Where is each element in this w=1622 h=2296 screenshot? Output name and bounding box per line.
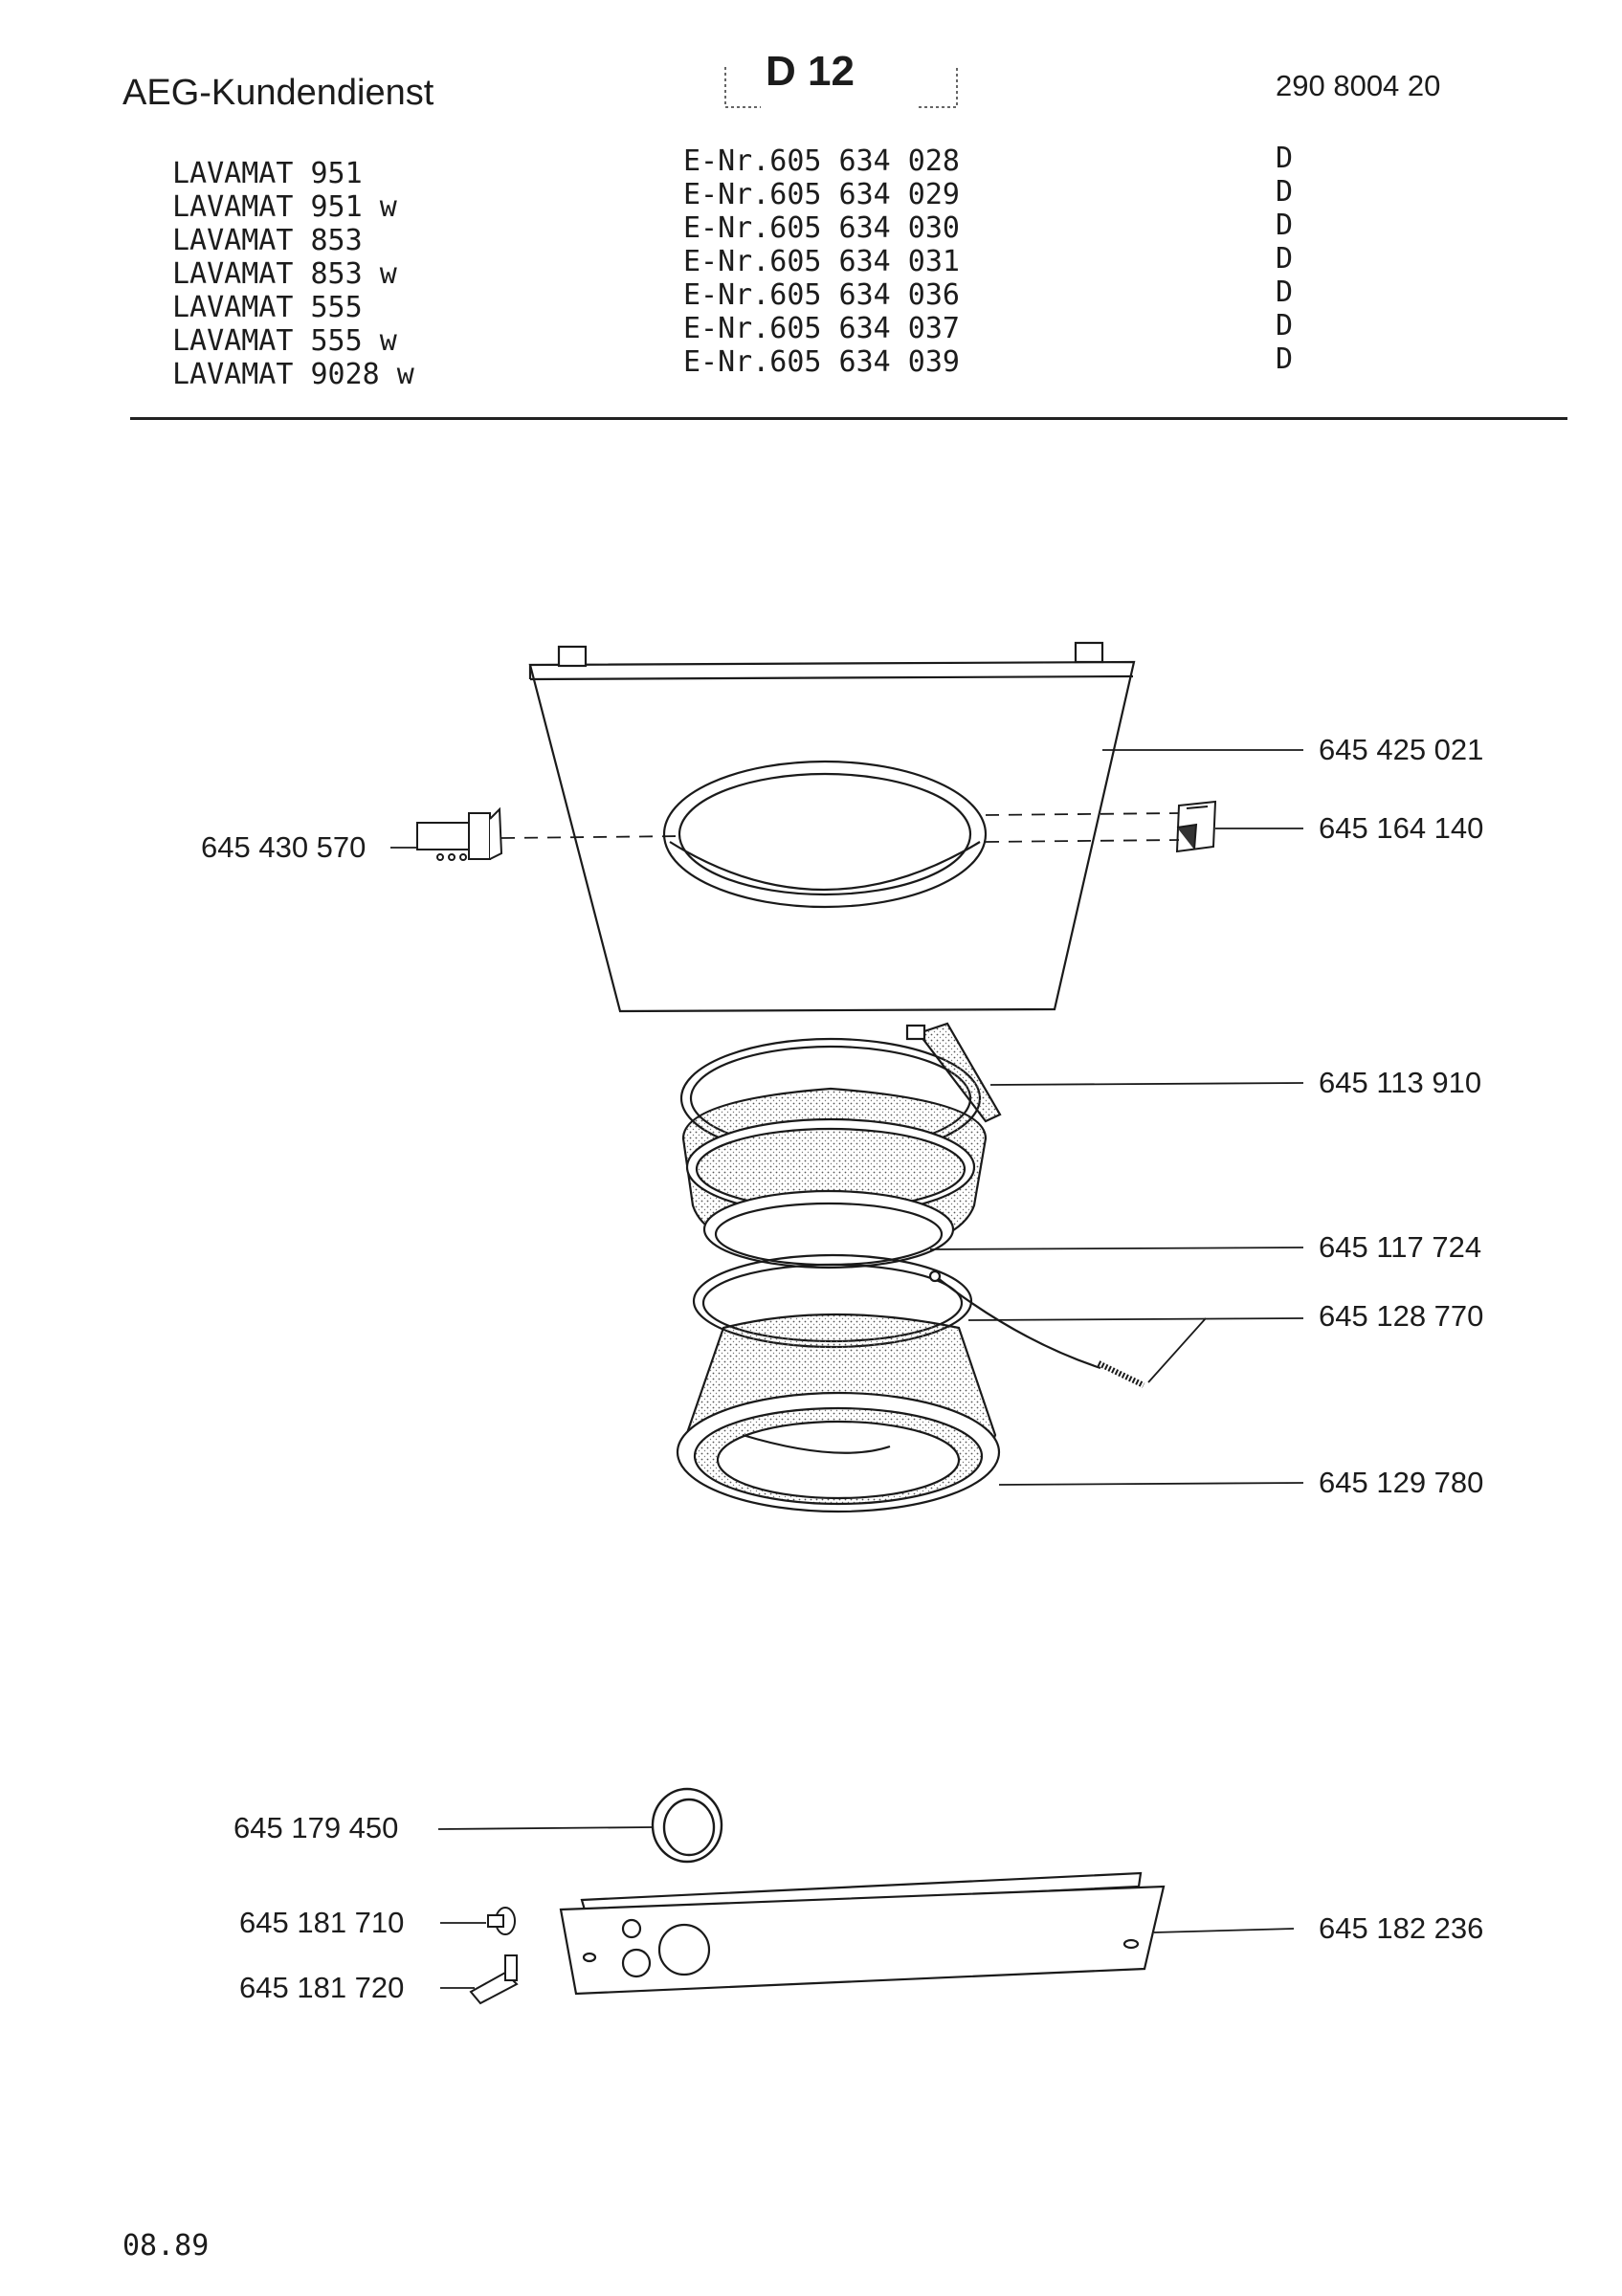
part-label-door-lock: 645 430 570 — [201, 830, 367, 864]
enr-list: E-Nr.605 634 028 E-Nr.605 634 029 E-Nr.6… — [683, 144, 970, 379]
part-label-front-panel: 645 425 021 — [1319, 733, 1484, 766]
country-code: D — [1276, 209, 1294, 242]
inner-ring-part — [676, 1313, 1001, 1513]
screw-part — [487, 1907, 516, 1935]
door-lock-part — [416, 806, 503, 861]
code-bracket-marks — [724, 67, 958, 108]
enr-number: E-Nr.605 634 031 — [683, 245, 960, 278]
clamp-ring-part — [679, 1022, 1002, 1159]
door-hook-part — [1175, 800, 1217, 853]
part-label-tension-spring: 645 128 770 — [1319, 1299, 1484, 1333]
country-code: D — [1276, 342, 1294, 376]
part-label-screw: 645 181 710 — [239, 1906, 405, 1939]
part-label-inner-ring: 645 129 780 — [1319, 1466, 1484, 1499]
model-name: LAVAMAT 951 — [172, 157, 363, 190]
country-code: D — [1276, 142, 1294, 175]
model-name: LAVAMAT 951 w — [172, 190, 397, 224]
document-code: D 12 — [766, 48, 855, 95]
header-divider — [130, 417, 1567, 420]
country-code: D — [1276, 175, 1294, 209]
enr-number: E-Nr.605 634 030 — [683, 211, 960, 245]
door-seal-part — [681, 1087, 988, 1269]
part-label-clamp-ring: 645 113 910 — [1319, 1066, 1482, 1099]
part-label-bottom-strip: 645 182 236 — [1319, 1911, 1484, 1945]
country-code: D — [1276, 309, 1294, 342]
leader-lines — [390, 749, 1304, 1989]
model-name: LAVAMAT 853 w — [172, 257, 397, 291]
model-name: LAVAMAT 555 — [172, 291, 363, 324]
bottom-strip-part — [559, 1871, 1166, 1996]
footer-date: 08.89 — [122, 2229, 210, 2263]
part-label-grommet: 645 179 450 — [233, 1811, 399, 1844]
grommet-part — [651, 1787, 723, 1864]
front-panel — [528, 641, 1136, 1013]
part-label-handle-pin: 645 181 720 — [239, 1971, 405, 2004]
country-list: D D D D D D D — [1276, 142, 1314, 376]
enr-number: E-Nr.605 634 028 — [683, 144, 960, 178]
handle-pin-part — [469, 1954, 519, 2005]
part-label-door-seal: 645 117 724 — [1319, 1230, 1482, 1264]
country-code: D — [1276, 242, 1294, 276]
model-name: LAVAMAT 9028 w — [172, 358, 414, 391]
model-name: LAVAMAT 555 w — [172, 324, 397, 358]
part-label-door-hook: 645 164 140 — [1319, 811, 1484, 845]
dashed-connectors — [500, 812, 1180, 843]
model-name: LAVAMAT 853 — [172, 224, 363, 257]
enr-number: E-Nr.605 634 039 — [683, 345, 960, 379]
country-code: D — [1276, 276, 1294, 309]
model-list: LAVAMAT 951 LAVAMAT 951 w LAVAMAT 853 LA… — [172, 157, 459, 391]
enr-number: E-Nr.605 634 037 — [683, 312, 960, 345]
enr-number: E-Nr.605 634 029 — [683, 178, 960, 211]
brand-title: AEG-Kundendienst — [122, 73, 434, 113]
enr-number: E-Nr.605 634 036 — [683, 278, 960, 312]
reference-number: 290 8004 20 — [1276, 69, 1441, 102]
